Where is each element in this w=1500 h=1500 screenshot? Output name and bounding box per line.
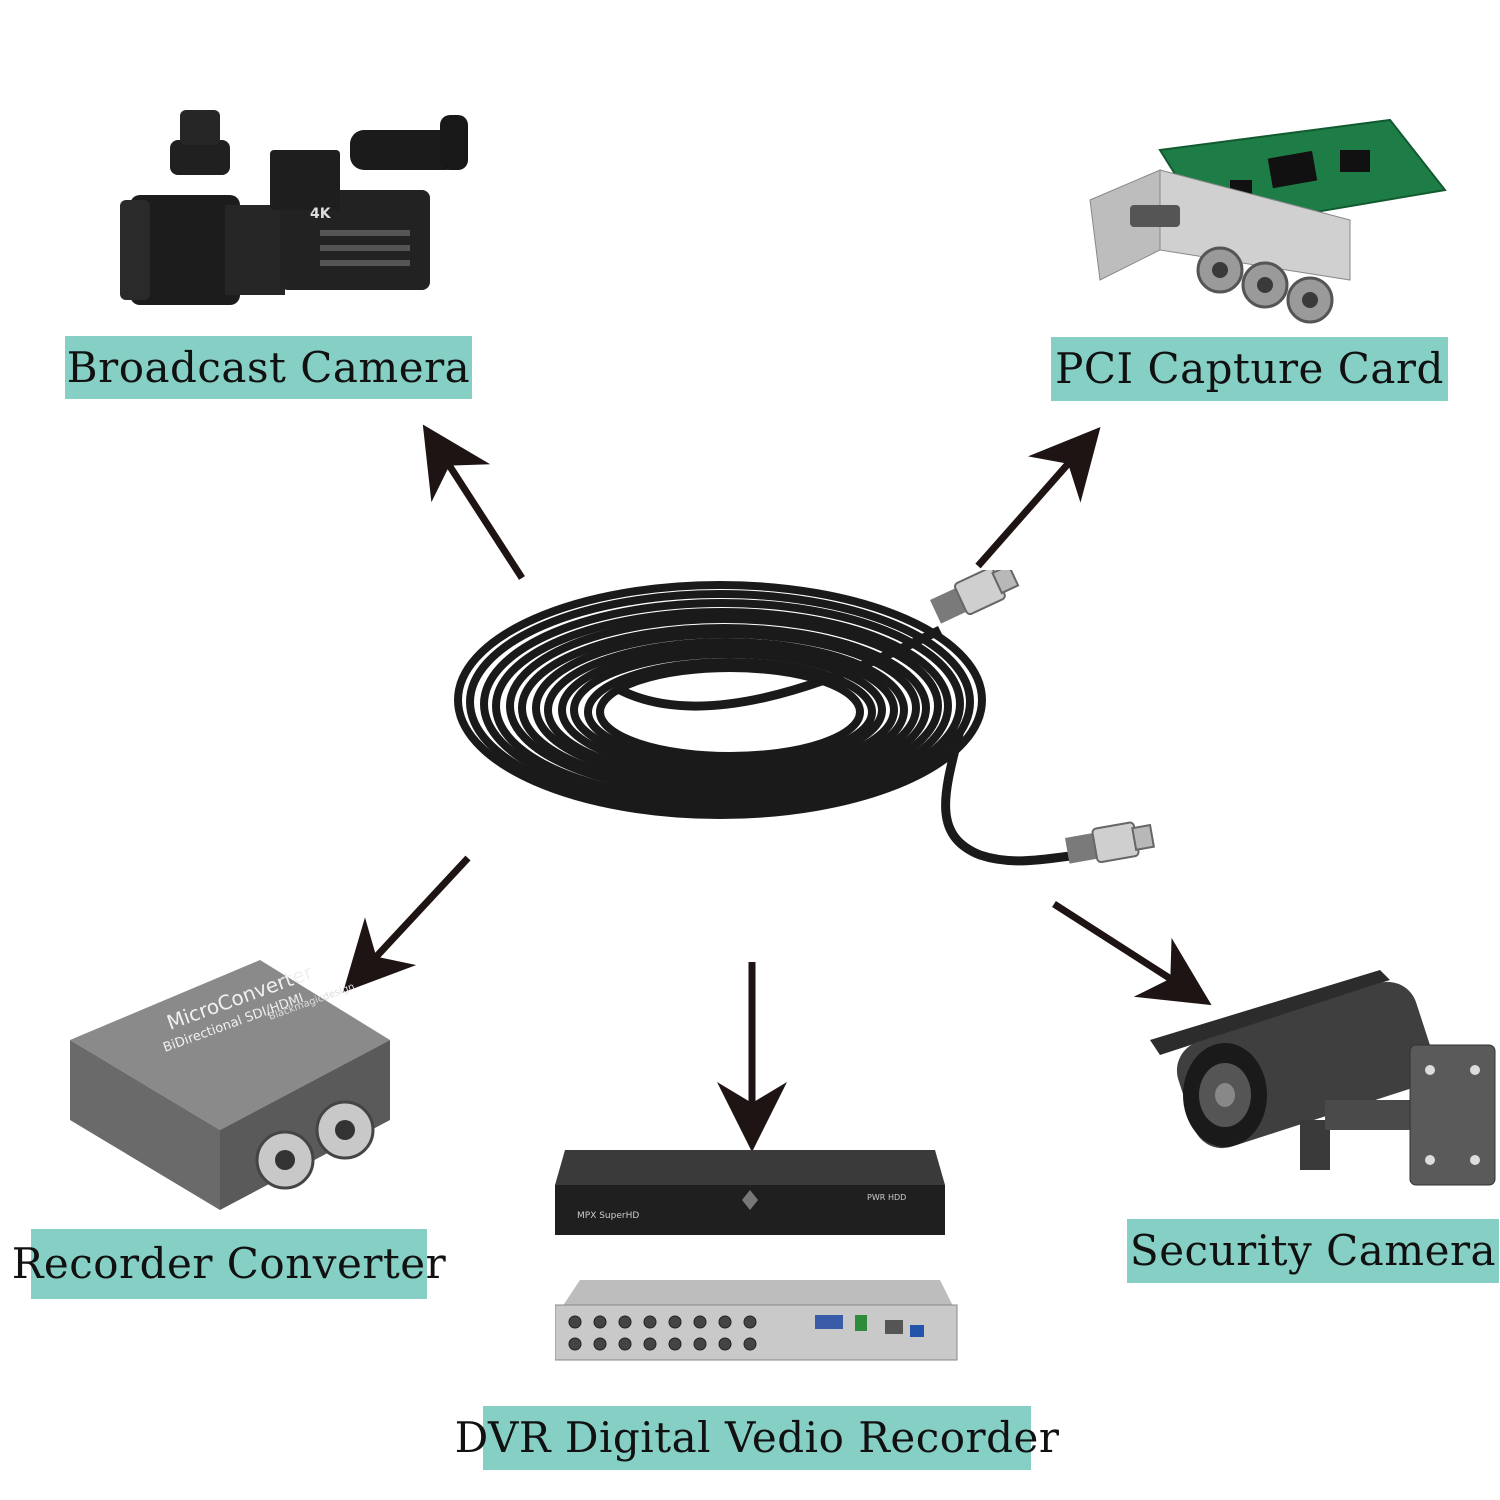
dvr-hdd-text: HDD [888, 1193, 906, 1202]
micro-converter-image: MicroConverter BiDirectional SDI/HDMI Bl… [70, 960, 390, 1210]
label-recorder-converter: Recorder Converter [12, 1229, 446, 1299]
label-broadcast-camera: Broadcast Camera [65, 336, 472, 399]
label-pci-capture-card: PCI Capture Card [1051, 337, 1448, 401]
pci-capture-card-image [1089, 118, 1447, 324]
dvr-image: MPX SuperHD PWR HDD [555, 1150, 958, 1361]
bnc-connector-top [930, 570, 1020, 624]
arrow-to-pci-capture-card [975, 426, 1101, 569]
arrow-to-security-camera [1052, 901, 1212, 1006]
dvr-pwr-text: PWR [867, 1193, 886, 1202]
bnc-connector-bottom [1065, 821, 1156, 864]
dvr-model-text: MPX SuperHD [577, 1211, 639, 1221]
security-camera-image [1150, 970, 1496, 1186]
coax-cable [454, 570, 1156, 866]
broadcast-camera-image: 4K [120, 110, 468, 305]
label-security-camera: Security Camera [1127, 1219, 1499, 1283]
label-dvr: DVR Digital Vedio Recorder [455, 1406, 1059, 1470]
arrow-to-broadcast-camera [422, 424, 525, 580]
camera-4k-badge: 4K [310, 206, 332, 222]
arrow-to-recorder-converter [342, 855, 471, 993]
